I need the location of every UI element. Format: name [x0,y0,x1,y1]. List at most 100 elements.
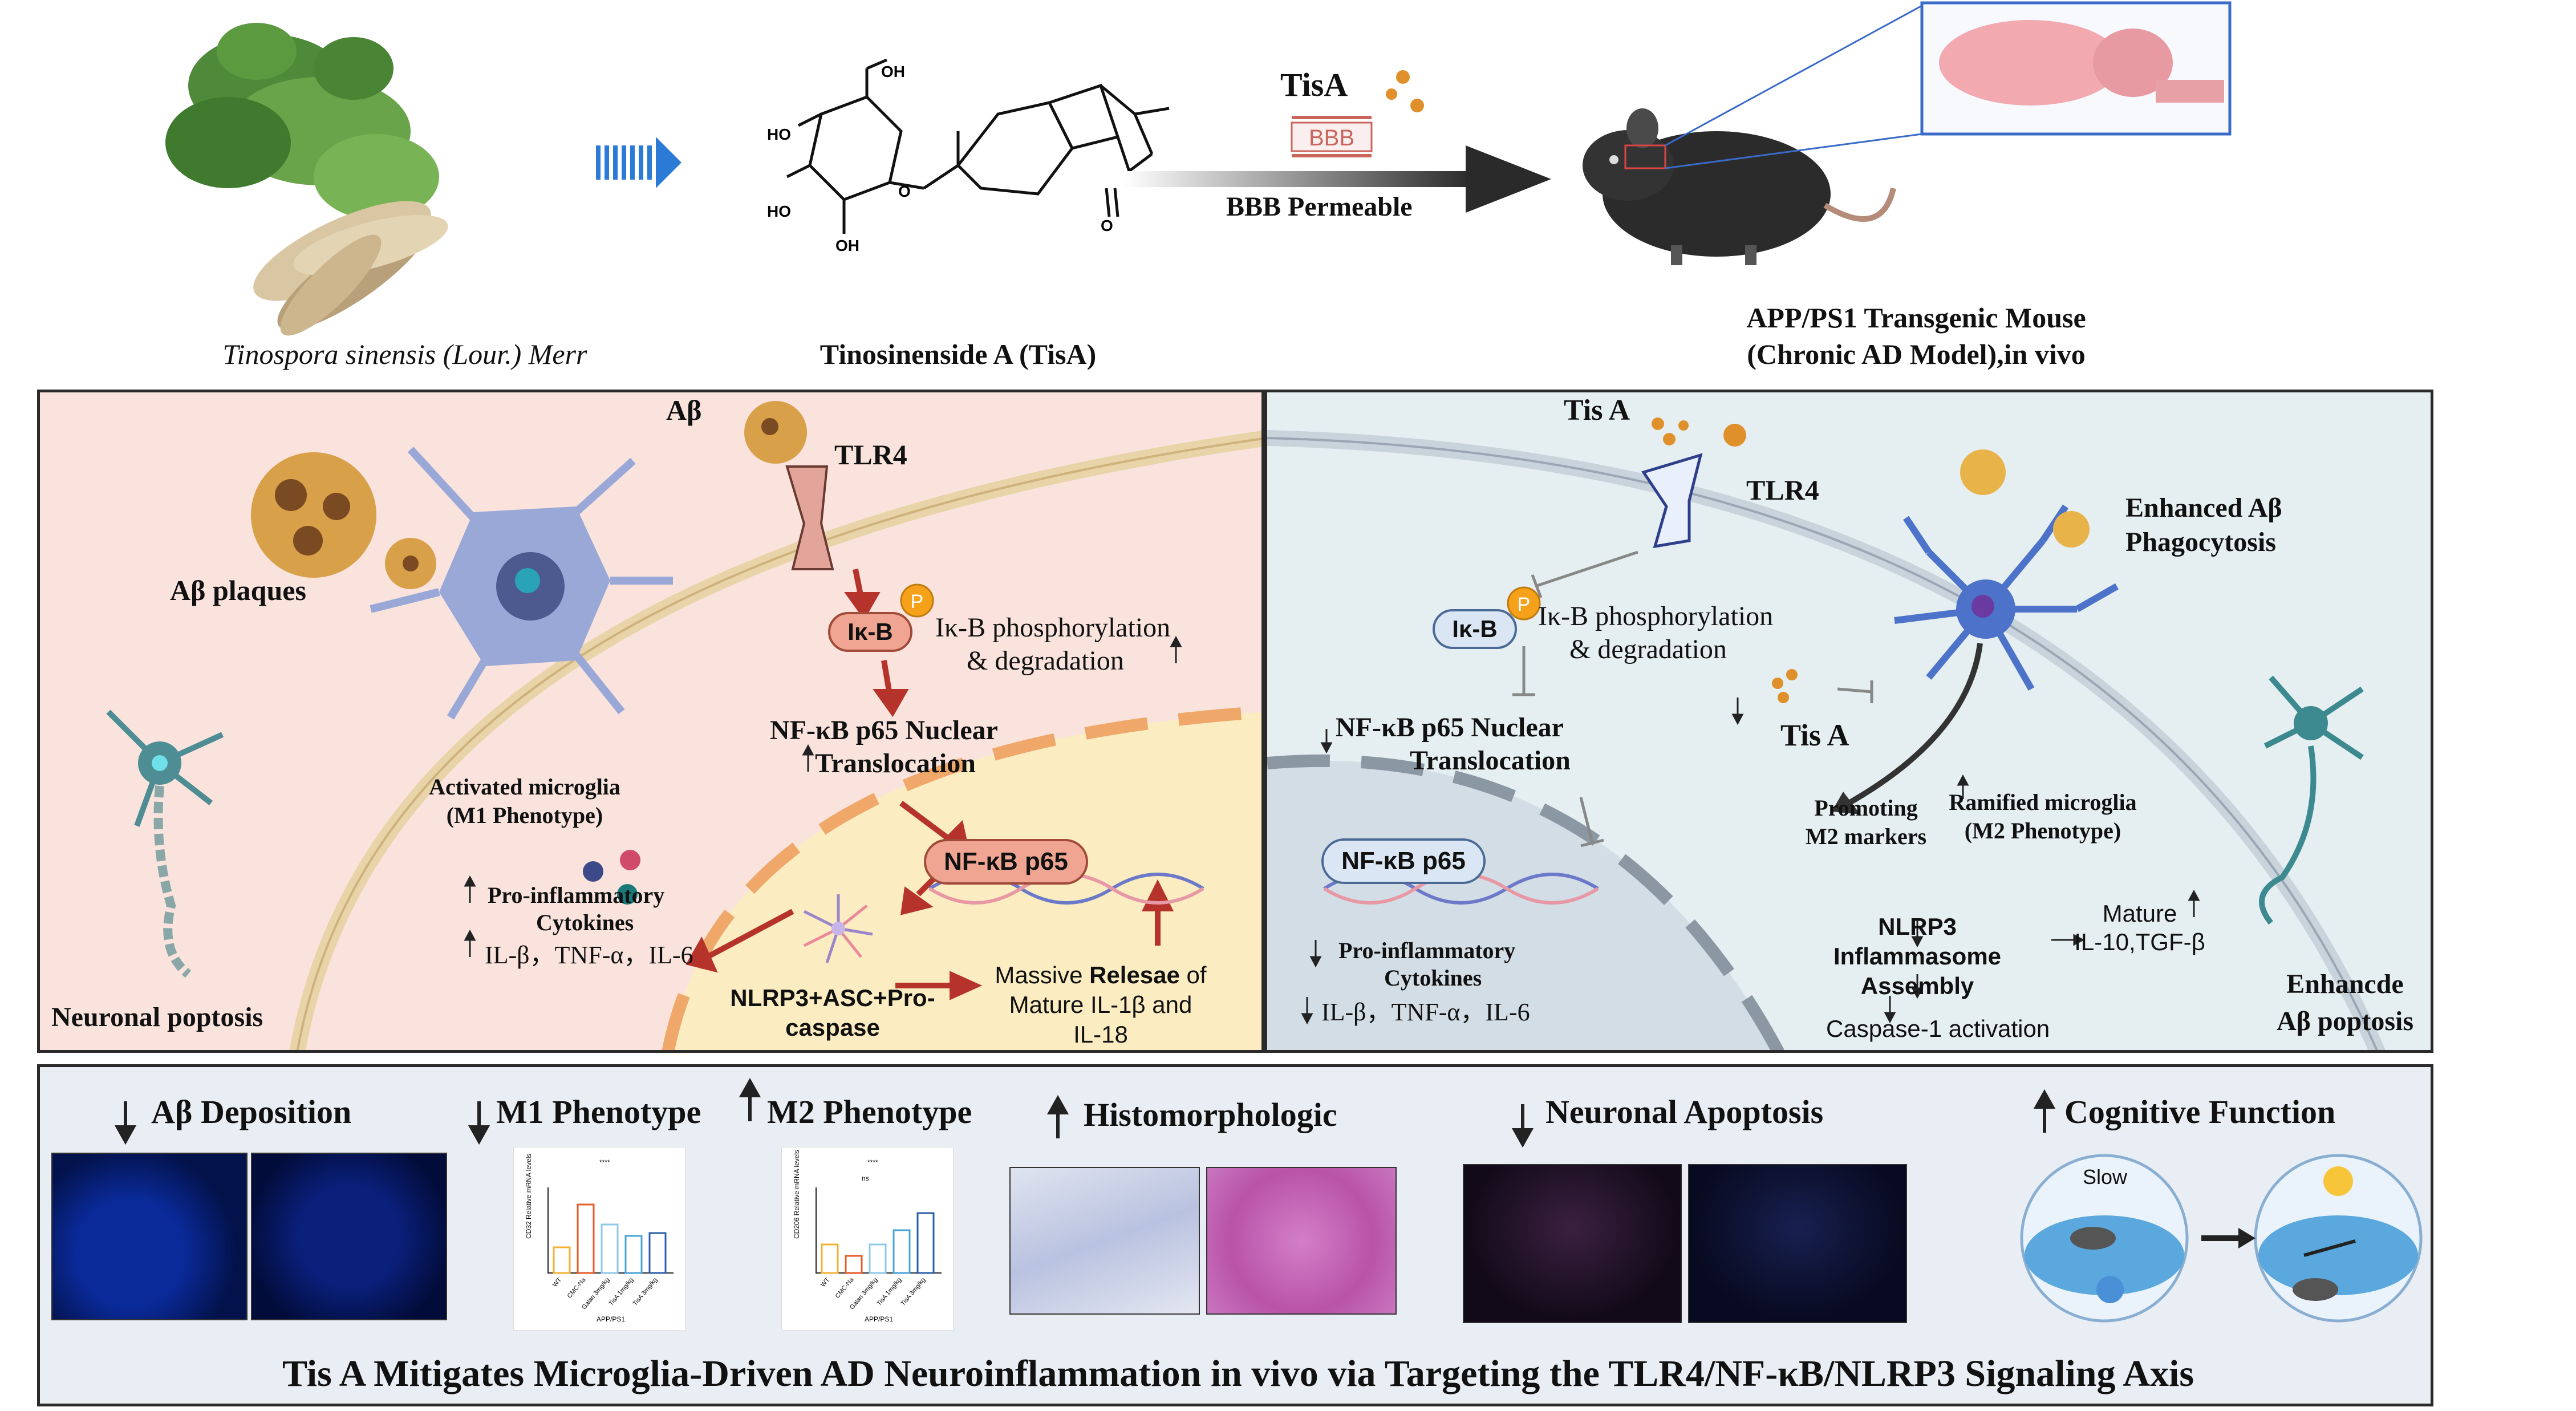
mouse-caption-line1: APP/PS1 Transgenic Mouse [1746,302,2086,334]
chem-label-o2: O [1101,217,1113,234]
neuron-icon [106,709,224,978]
tlr4-label: TLR4 [834,439,907,471]
chart-group-label: APP/PS1 [597,1315,625,1323]
abeta-label: Aβ [666,394,702,426]
chart-xtick: TisA 3mg/kg [631,1276,659,1307]
chart-xtick: CMC-Na [566,1276,587,1300]
chart-xtick: TisA 1mg/kg [607,1276,635,1307]
blue-arrow-icon [596,137,681,188]
water-maze-fast-icon [2254,1154,2423,1323]
right-panel-graphics: P [1267,417,2386,1050]
chart-bar [869,1243,887,1274]
chart-xtick: WT [551,1276,563,1288]
bbb-glyph: BBB [1309,125,1354,151]
chart-bar [601,1223,619,1274]
result-arrow-icons [114,1077,2056,1148]
neuron-body [2294,706,2328,740]
mature-line2: IL-10,TGF-β [2074,928,2205,955]
massive-bold: Relesae [1089,962,1180,988]
chem-label-o1: O [898,183,911,200]
ramified-line1: Ramified microglia [1949,789,2137,815]
enhancde-line1: Enhancde [2286,969,2404,999]
nlrp3-line2: Inflammasome [1833,943,2002,970]
ramified-line2: (M2 Phenotype) [1964,818,2121,844]
chart-xtick: CMC-Na [834,1276,855,1300]
nfkb-nuclear-line2: Translocation [815,748,976,779]
promoting-line2: M2 markers [1805,824,1927,849]
activated-microglia-line1: Activated microglia [429,774,620,800]
chemical-structure [786,58,1170,234]
chart-bar [648,1232,667,1274]
ikb-pill: Iκ-B [828,612,912,652]
chart-bar [821,1243,839,1274]
top-row: OH HO HO OH O O BBB [0,0,2576,388]
massive-post: of [1179,962,1207,988]
water-maze-slow-icon [2020,1154,2189,1323]
abeta-plaques-label: Aβ plaques [170,574,306,606]
nlrp3-line1: NLRP3+ASC+Pro- [730,984,935,1011]
bottom-graphics [114,1077,2423,1323]
nfkb-nuclear-line1: NF-κB p65 Nuclear [770,715,998,745]
m1-phenotype-label: M1 Phenotype [496,1093,701,1130]
tisa2-label: Tis A [1780,718,1849,752]
chem-label-ho1: HO [767,125,791,143]
pro-inflam-line2: Cytokines [1384,965,1482,991]
abeta-image-2 [251,1153,447,1320]
updown-arrow-icons [1301,698,2200,1025]
chart-significance: **** [867,1158,878,1166]
promoting-line1: Promoting [1814,795,1918,821]
bottom-panel-results: Aβ Deposition M1 Phenotype M2 Phenotype … [37,1064,2433,1406]
top-illustration: OH HO HO OH O O BBB [165,1,2232,336]
apoptosis-image-2 [1688,1164,1907,1323]
slow-label: Slow [2083,1165,2128,1189]
compound-caption: Tinosinenside A (TisA) [820,338,1097,370]
bbb-arrow-icon [1123,145,1551,213]
ikb-phos-line2: & degradation [967,646,1124,676]
ikb-pill: Iκ-B [1433,609,1517,649]
m2-arrow-icon [1847,643,1983,806]
chem-label-ho2: HO [767,202,791,220]
phospho-p-label: P [1518,594,1531,615]
cytokine-dots-icon [583,850,640,905]
chart-axis [547,1187,674,1274]
pro-inflam-line1: Pro-inflammatory [1338,938,1516,963]
abeta-plaque-icon [1960,449,2090,548]
conclusion-title: Tis A Mitigates Microglia-Driven AD Neur… [282,1353,2194,1394]
caspase-label: Caspase-1 activation [1826,1015,2050,1042]
left-panel-m1: P Aβ TLR4 Aβ plaques Iκ-B Iκ-B phosphory… [37,390,1264,1053]
bbb-permeable-label: BBB Permeable [1226,192,1413,222]
chart-xtick: TisA 3mg/kg [899,1276,927,1307]
ikb-phos-line1: Iκ-B phosphorylation [935,613,1171,643]
nlrp3-line1: NLRP3 [1878,913,1957,940]
neuronal-apoptosis-label: Neuronal Apoptosis [1545,1093,1824,1130]
enhanced-line1: Enhanced Aβ [2125,493,2282,523]
inhibition-lines [1512,550,1873,848]
neuronal-poptosis-label: Neuronal poptosis [51,1002,263,1032]
chart-ns: ns [862,1174,869,1182]
enhancde-line2: Aβ poptosis [2276,1006,2414,1036]
chart-bar [893,1229,911,1274]
apoptosis-image-1 [1463,1164,1682,1323]
plant-image [165,23,448,336]
plant-species: Tinospora sinensis (Lour.) Merr [222,338,587,370]
abeta-small-icon [744,401,807,464]
cytokines-list: IL-β，TNF-α，IL-6 [1321,998,1530,1026]
histology-image-1 [1009,1167,1200,1315]
massive-release-line2: Mature IL-1β and [1009,991,1192,1018]
nfkb-p65-pill: NF-κB p65 [1321,838,1486,884]
chart-significance: **** [599,1158,610,1166]
plant-caption: Tinospora sinensis (Lour.) Merr [160,338,650,371]
nfkb-nuclear-line2: Translocation [1410,745,1571,776]
chart-bar [845,1255,863,1274]
tisa-label: Tis A [1564,394,1630,427]
m2-microglia-nucleus [1971,595,1994,618]
ikb-phos-line2: & degradation [1569,634,1727,664]
chart-bar [916,1212,935,1274]
cytokines-list: IL-β，TNF-α，IL-6 [485,941,693,969]
mouse-caption-line2: (Chronic AD Model),in vivo [1747,338,2086,370]
phospho-p-icon [1507,586,1541,621]
chart-bar [624,1235,643,1274]
massive-pre: Massive [995,962,1090,988]
